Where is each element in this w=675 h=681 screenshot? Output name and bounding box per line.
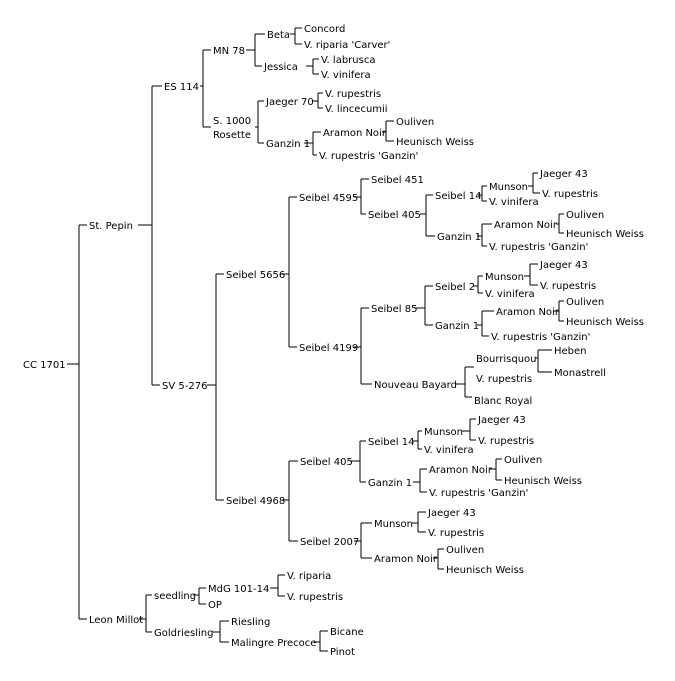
node-jaeger-43: Jaeger 43: [539, 260, 588, 271]
node-v-vinifera: V. vinifera: [485, 289, 535, 300]
node-ouliven: Ouliven: [504, 455, 542, 466]
node-seibel-451: Seibel 451: [371, 175, 424, 186]
node-heben: Heben: [554, 346, 587, 357]
node-mn-78: MN 78: [213, 46, 245, 57]
node-jaeger-43: Jaeger 43: [477, 415, 526, 426]
node-beta: Beta: [267, 30, 290, 41]
node-v-rupestris: V. rupestris: [325, 89, 381, 100]
node-goldriesling: Goldriesling: [154, 628, 214, 639]
node-aramon-noir: Aramon Noir: [429, 465, 493, 476]
node-v-rupestris-ganzin: V. rupestris 'Ganzin': [429, 488, 528, 499]
node-seibel-405: Seibel 405: [368, 210, 421, 221]
node-seibel-5656: Seibel 5656: [226, 270, 285, 281]
node-jaeger-43: Jaeger 43: [539, 169, 588, 180]
node-cc-1701: CC 1701: [23, 360, 66, 371]
node-concord: Concord: [304, 24, 345, 35]
node-heunisch-weiss: Heunisch Weiss: [566, 229, 644, 240]
node-seibel-85: Seibel 85: [371, 304, 417, 315]
node-ouliven: Ouliven: [446, 545, 484, 556]
node-heunisch-weiss: Heunisch Weiss: [446, 565, 524, 576]
node-heunisch-weiss: Heunisch Weiss: [396, 137, 474, 148]
node-v-labrusca: V. labrusca: [321, 55, 375, 66]
node-pinot: Pinot: [330, 647, 355, 658]
node-sv-5-276: SV 5-276: [162, 381, 207, 392]
node-ganzin-1: Ganzin 1: [368, 478, 412, 489]
node-v-rupestris: V. rupestris: [476, 374, 532, 385]
node-v-rupestris: V. rupestris: [287, 592, 343, 603]
node-v-rupestris-ganzin: V. rupestris 'Ganzin': [489, 242, 588, 253]
node-v-vinifera: V. vinifera: [489, 197, 539, 208]
node-jessica: Jessica: [263, 62, 298, 73]
node-malingre-precoce: Malingre Precoce: [231, 638, 316, 649]
node-heunisch-weiss: Heunisch Weiss: [566, 317, 644, 328]
node-monastrell: Monastrell: [554, 368, 606, 379]
node-jaeger-43: Jaeger 43: [427, 508, 476, 519]
node-ganzin-1: Ganzin 1: [437, 232, 481, 243]
node-es-114: ES 114: [164, 82, 199, 93]
node-op: OP: [208, 600, 222, 611]
node-munson: Munson: [489, 182, 528, 193]
node-ouliven: Ouliven: [396, 117, 434, 128]
node-v-rupestris-ganzin: V. rupestris 'Ganzin': [491, 332, 590, 343]
node-aramon-noir: Aramon Noir: [496, 307, 560, 318]
node-st-pepin: St. Pepin: [89, 221, 133, 232]
connector-lines: [67, 27, 564, 652]
node-seibel-14: Seibel 14: [368, 437, 414, 448]
node-bourrisquou: Bourrisquou: [476, 354, 537, 365]
node-mdg-101-14: MdG 101-14: [208, 584, 269, 595]
node-seedling: seedling: [154, 591, 196, 602]
node-aramon-noir: Aramon Noir: [374, 554, 438, 565]
node-blanc-royal: Blanc Royal: [474, 396, 532, 407]
node-ouliven: Ouliven: [566, 210, 604, 221]
node-v-vinifera: V. vinifera: [424, 445, 474, 456]
node-seibel-2007: Seibel 2007: [300, 537, 359, 548]
node-seibel-4968: Seibel 4968: [226, 496, 285, 507]
node-seibel-4595: Seibel 4595: [299, 193, 358, 204]
node-munson: Munson: [374, 519, 413, 530]
node-ouliven: Ouliven: [566, 297, 604, 308]
node-ganzin-1: Ganzin 1: [266, 139, 310, 150]
node-aramon-noir: Aramon Noir: [494, 220, 558, 231]
node-v-riparia-carver: V. riparia 'Carver': [304, 40, 390, 51]
node-munson: Munson: [485, 272, 524, 283]
node-nouveau-bayard: Nouveau Bayard: [374, 380, 457, 391]
node-s-1000: S. 1000: [213, 116, 251, 127]
node-v-lincecumii: V. lincecumii: [325, 104, 388, 115]
variety-labels: CC 1701 St. Pepin ES 114 MN 78 Beta Conc…: [23, 24, 644, 658]
node-heunisch-weiss: Heunisch Weiss: [504, 476, 582, 487]
node-munson: Munson: [424, 427, 463, 438]
node-seibel-14: Seibel 14: [435, 191, 481, 202]
node-aramon-noir: Aramon Noir: [323, 128, 387, 139]
node-rosette: Rosette: [213, 130, 251, 141]
node-jaeger-70: Jaeger 70: [265, 97, 314, 108]
node-bicane: Bicane: [330, 627, 364, 638]
node-ganzin-1: Ganzin 1: [435, 321, 479, 332]
node-riesling: Riesling: [231, 617, 270, 628]
node-v-vinifera: V. vinifera: [321, 70, 371, 81]
node-seibel-4199: Seibel 4199: [299, 343, 358, 354]
node-seibel-2: Seibel 2: [435, 282, 475, 293]
node-v-rupestris: V. rupestris: [542, 189, 598, 200]
node-v-rupestris: V. rupestris: [478, 436, 534, 447]
node-seibel-405: Seibel 405: [300, 457, 353, 468]
node-v-rupestris: V. rupestris: [540, 281, 596, 292]
node-leon-millot: Leon Millot: [89, 615, 143, 626]
node-v-rupestris-ganzin: V. rupestris 'Ganzin': [319, 151, 418, 162]
node-v-riparia: V. riparia: [287, 571, 331, 582]
node-v-rupestris: V. rupestris: [428, 528, 484, 539]
